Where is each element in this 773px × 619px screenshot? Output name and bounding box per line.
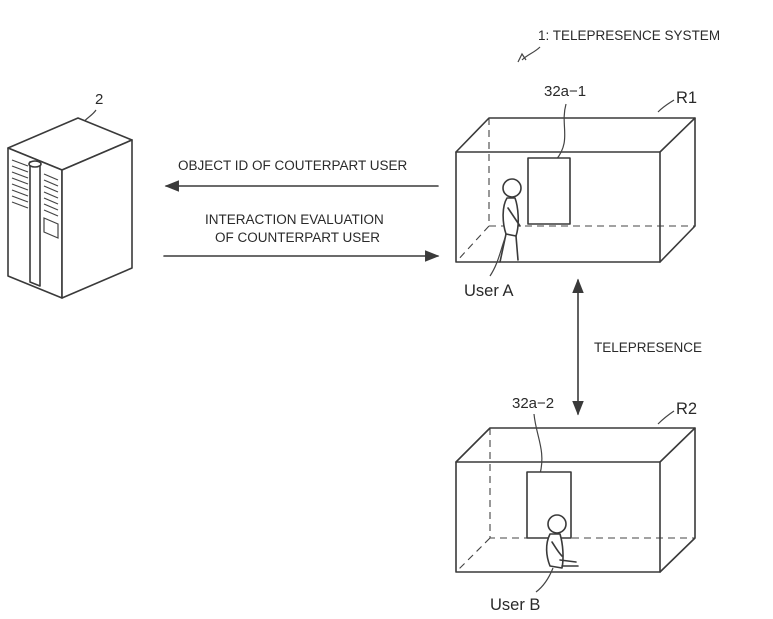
user-a-figure bbox=[500, 179, 521, 262]
room-r1-top-face bbox=[456, 118, 695, 152]
room-r1-back-edges bbox=[489, 118, 695, 226]
user-a-leader-line bbox=[490, 238, 505, 276]
user-b-figure bbox=[547, 515, 578, 568]
room-r2-floor-edge bbox=[456, 538, 490, 572]
user-b-label: User B bbox=[490, 596, 540, 614]
room-r2-ref-label: R2 bbox=[676, 400, 697, 418]
room-r1-leader-line bbox=[658, 100, 674, 112]
display-32a-1 bbox=[528, 158, 570, 224]
display-32a-2-label: 32a−2 bbox=[512, 395, 554, 412]
room-r2-top-face bbox=[456, 428, 695, 462]
evaluation-arrow-group: INTERACTION EVALUATION OF COUNTERPART US… bbox=[164, 212, 438, 256]
room-r1-right-edge bbox=[660, 118, 695, 262]
room-r1-floor-edge bbox=[456, 226, 489, 262]
server-icon: 2 bbox=[8, 91, 132, 298]
room-r1-ref-label: R1 bbox=[676, 89, 697, 107]
evaluation-label-line1: INTERACTION EVALUATION bbox=[205, 212, 384, 227]
telepresence-link-group: TELEPRESENCE bbox=[578, 280, 702, 414]
server-ref-label: 2 bbox=[95, 91, 103, 108]
system-label: 1: TELEPRESENCE SYSTEM bbox=[538, 28, 720, 43]
server-pipe bbox=[30, 162, 40, 286]
room-r2-back-edges bbox=[490, 428, 695, 538]
room-r1: R1 32a−1 User A bbox=[456, 83, 697, 300]
server-pipe-top bbox=[29, 161, 41, 167]
system-leader-arrowhead bbox=[518, 54, 526, 62]
system-label-group: 1: TELEPRESENCE SYSTEM bbox=[518, 28, 720, 62]
user-a-label: User A bbox=[464, 282, 514, 300]
room-r2-leader-line bbox=[658, 411, 674, 424]
object-id-arrow-group: OBJECT ID OF COUTERPART USER bbox=[166, 158, 438, 186]
display-32a-1-label: 32a−1 bbox=[544, 83, 586, 100]
display-32a-2-leader-line bbox=[534, 414, 542, 474]
object-id-label: OBJECT ID OF COUTERPART USER bbox=[178, 158, 408, 173]
room-r2: R2 32a−2 User B bbox=[456, 395, 697, 614]
telepresence-label: TELEPRESENCE bbox=[594, 340, 702, 355]
room-r2-right-edge bbox=[660, 428, 695, 572]
evaluation-label-line2: OF COUNTERPART USER bbox=[215, 230, 380, 245]
